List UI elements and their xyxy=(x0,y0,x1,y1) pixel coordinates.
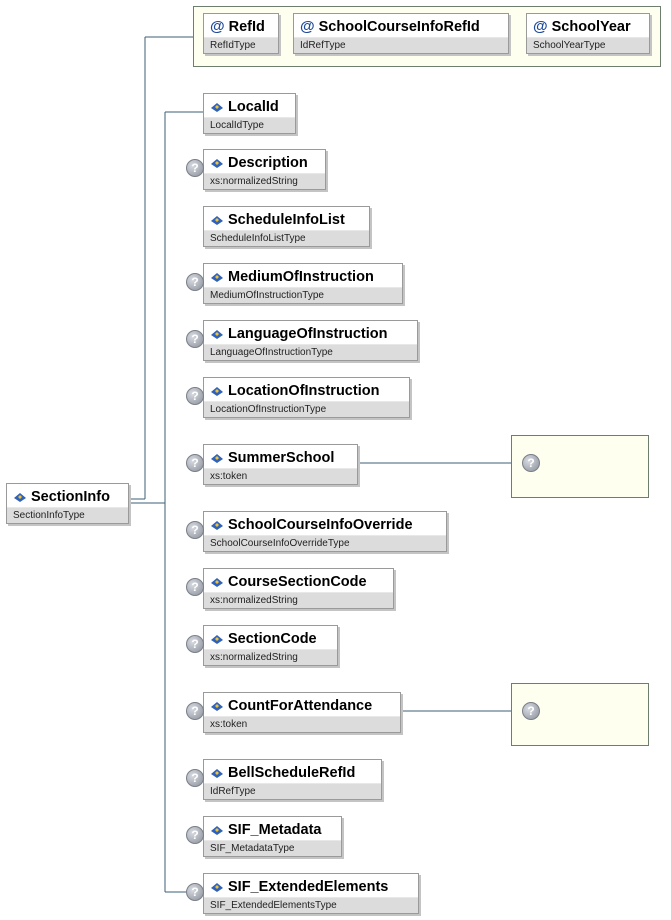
node-name: BellScheduleRefId xyxy=(228,765,356,781)
element-icon xyxy=(211,159,223,168)
node-name: RefId xyxy=(228,19,265,35)
element-icon xyxy=(14,493,26,502)
optional-marker-icon: ? xyxy=(186,883,204,901)
element-icon xyxy=(211,273,223,282)
node-name: LanguageOfInstruction xyxy=(228,326,388,342)
optional-marker-icon: ? xyxy=(186,159,204,177)
optional-marker-icon: ? xyxy=(186,826,204,844)
element-icon xyxy=(211,216,223,225)
node-name: CountForAttendance xyxy=(228,698,373,714)
node-name: SchoolCourseInfoOverride xyxy=(228,517,413,533)
attribute-icon: @ xyxy=(533,18,548,35)
attribute-icon: @ xyxy=(300,18,315,35)
node-type: xs:token xyxy=(204,716,400,732)
node-type: ScheduleInfoListType xyxy=(204,230,369,246)
node-type: SchoolYearType xyxy=(527,37,649,53)
node-name: LocationOfInstruction xyxy=(228,383,380,399)
element-icon xyxy=(211,330,223,339)
element-coursesectioncode[interactable]: CourseSectionCode xs:normalizedString xyxy=(203,568,394,609)
optional-marker-icon: ? xyxy=(186,702,204,720)
node-name: SIF_Metadata xyxy=(228,822,322,838)
node-name: SchoolCourseInfoRefId xyxy=(318,19,480,35)
node-name: SIF_ExtendedElements xyxy=(228,879,389,895)
node-type: xs:token xyxy=(204,468,357,484)
node-name: LocalId xyxy=(228,99,279,115)
node-name: CourseSectionCode xyxy=(228,574,367,590)
attribute-icon: @ xyxy=(210,18,225,35)
root-name: SectionInfo xyxy=(31,489,110,505)
element-sectioncode[interactable]: SectionCode xs:normalizedString xyxy=(203,625,338,666)
root-type: SectionInfoType xyxy=(7,507,128,523)
element-icon xyxy=(211,826,223,835)
optional-marker-icon: ? xyxy=(186,521,204,539)
node-type: MediumOfInstructionType xyxy=(204,287,402,303)
optional-marker-icon: ? xyxy=(186,454,204,472)
optional-marker-icon: ? xyxy=(186,578,204,596)
node-type: LocalIdType xyxy=(204,117,295,133)
element-countforattendance[interactable]: CountForAttendance xs:token xyxy=(203,692,401,733)
node-name: MediumOfInstruction xyxy=(228,269,374,285)
node-type: RefIdType xyxy=(204,37,278,53)
node-type: LanguageOfInstructionType xyxy=(204,344,417,360)
element-summerschool[interactable]: SummerSchool xs:token xyxy=(203,444,358,485)
element-icon xyxy=(211,883,223,892)
node-type: IdRefType xyxy=(204,783,381,799)
optional-marker-icon: ? xyxy=(186,330,204,348)
node-type: LocationOfInstructionType xyxy=(204,401,409,417)
node-name: SectionCode xyxy=(228,631,317,647)
element-icon xyxy=(211,103,223,112)
node-name: SchoolYear xyxy=(551,19,631,35)
node-type: IdRefType xyxy=(294,37,508,53)
node-type: SIF_ExtendedElementsType xyxy=(204,897,418,913)
element-icon xyxy=(211,454,223,463)
element-description[interactable]: Description xs:normalizedString xyxy=(203,149,326,190)
element-icon xyxy=(211,387,223,396)
element-icon xyxy=(211,521,223,530)
root-element-sectioninfo[interactable]: SectionInfo SectionInfoType xyxy=(6,483,129,524)
element-icon xyxy=(211,578,223,587)
optional-marker-icon: ? xyxy=(186,387,204,405)
element-icon xyxy=(211,702,223,711)
element-icon xyxy=(211,769,223,778)
node-type: xs:normalizedString xyxy=(204,592,393,608)
optional-marker-icon: ? xyxy=(522,454,540,472)
node-type: SchoolCourseInfoOverrideType xyxy=(204,535,446,551)
node-type: xs:normalizedString xyxy=(204,649,337,665)
element-icon xyxy=(211,635,223,644)
node-type: xs:normalizedString xyxy=(204,173,325,189)
node-name: SummerSchool xyxy=(228,450,335,466)
optional-marker-icon: ? xyxy=(186,635,204,653)
optional-marker-icon: ? xyxy=(186,769,204,787)
node-name: Description xyxy=(228,155,308,171)
node-name: ScheduleInfoList xyxy=(228,212,345,228)
optional-marker-icon: ? xyxy=(186,273,204,291)
optional-marker-icon: ? xyxy=(522,702,540,720)
node-type: SIF_MetadataType xyxy=(204,840,341,856)
